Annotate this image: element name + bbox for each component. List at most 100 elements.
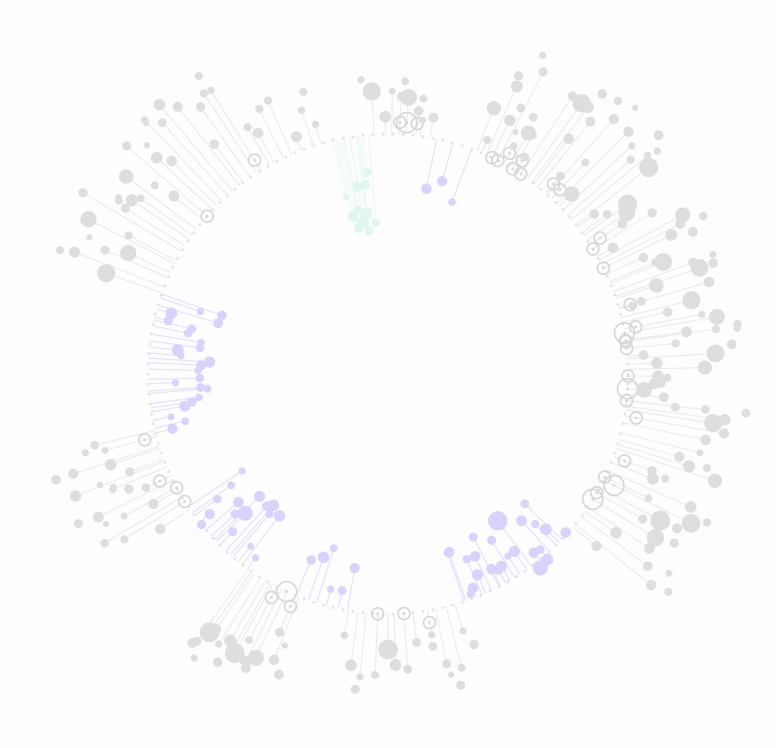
node-stem (209, 571, 253, 633)
ring-track-dot (488, 589, 492, 593)
ring-track-dot (613, 293, 617, 297)
leaf-node (378, 639, 398, 660)
leaf-node (644, 494, 653, 502)
leaf-node (166, 155, 177, 167)
ring-track-dot (167, 275, 171, 278)
node-stem (603, 234, 672, 269)
leaf-node (102, 520, 110, 528)
leaf-node (585, 116, 596, 127)
node-stem (624, 415, 725, 434)
node-stem (161, 293, 223, 316)
leaf-node (273, 510, 286, 522)
node-stem (349, 136, 359, 187)
node-stem (213, 143, 244, 183)
ring-track-dot (302, 597, 306, 601)
node-stem (627, 367, 705, 370)
ring-track-dot (181, 248, 185, 252)
leaf-node (349, 563, 360, 574)
ring-track-dot (211, 208, 215, 212)
ring-track-dot (312, 600, 316, 604)
leaf-node (448, 198, 456, 206)
leaf-node (504, 552, 512, 560)
ring-node-center (289, 605, 292, 608)
node-stem (567, 159, 632, 216)
ring-track-dot (192, 231, 196, 235)
ring-track-dot (361, 611, 365, 615)
node-stem (551, 162, 586, 199)
node-stem (216, 572, 255, 630)
node-stem (613, 261, 694, 293)
ring-node-center (595, 491, 598, 495)
node-stem (126, 145, 208, 217)
leaf-node (682, 291, 701, 310)
leaf-node (371, 670, 380, 679)
node-stem (533, 138, 570, 185)
leaf-node (638, 350, 649, 361)
leaf-node (488, 511, 508, 531)
ring-node (619, 341, 634, 356)
node-stem (74, 251, 165, 288)
leaf-node (197, 520, 207, 530)
leaf-node (122, 141, 132, 151)
leaf-node (105, 458, 117, 471)
leaf-node (238, 467, 246, 475)
leaf-node (357, 216, 370, 229)
ring-node (200, 209, 214, 223)
leaf-node (602, 209, 612, 219)
ring-track-dot (159, 451, 163, 455)
leaf-node (255, 104, 264, 113)
ring-track-dot (302, 147, 306, 151)
node-stem (332, 140, 347, 197)
node-stem (391, 91, 393, 135)
leaf-node (119, 169, 134, 184)
ring-node-center (415, 122, 419, 125)
leaf-node (514, 71, 524, 81)
ring-track-dot (616, 303, 620, 306)
leaf-node (268, 654, 280, 665)
ring-track-dot (163, 284, 167, 288)
leaf-node (228, 527, 238, 537)
node-stem (153, 319, 192, 330)
leaf-node (698, 310, 706, 318)
ring-node-center (634, 416, 638, 420)
ring-track-dot (381, 132, 385, 136)
leaf-node (674, 451, 685, 462)
ring-node-center (591, 247, 595, 251)
node-stem (346, 568, 356, 611)
ring-track-dot (147, 392, 151, 396)
node-stem (104, 249, 169, 279)
ring-track-dot (441, 138, 445, 142)
node-stem (94, 430, 155, 446)
node-stem (622, 311, 668, 323)
ring-track-dot (523, 569, 527, 573)
ring-track-dot (626, 382, 630, 386)
leaf-node (539, 51, 547, 59)
leaf-node (504, 114, 516, 127)
ring-track-dot (580, 231, 584, 235)
ring-track-dot (233, 187, 237, 191)
ring-node (422, 615, 437, 630)
leaf-node (252, 127, 264, 139)
leaf-node (96, 481, 104, 489)
node-stem (620, 432, 701, 454)
ring-track-dot (609, 460, 613, 464)
ring-track-dot (547, 551, 550, 554)
leaf-node (56, 246, 64, 255)
ring-track-dot (156, 442, 160, 445)
leaf-node (427, 631, 436, 639)
ring-node (586, 242, 600, 256)
ring-node (247, 153, 262, 167)
leaf-node (101, 447, 109, 454)
ring-node-center (603, 475, 606, 479)
ring-node (623, 297, 638, 312)
ring-track-dot (146, 382, 150, 386)
leaf-node (217, 310, 227, 321)
node-stem (359, 612, 367, 677)
node-stem (210, 90, 262, 171)
ring-track-dot (506, 580, 510, 584)
ring-track-dot (351, 135, 355, 139)
node-stem (316, 548, 335, 604)
ring-node-center (598, 236, 602, 240)
node-stem (616, 447, 716, 482)
